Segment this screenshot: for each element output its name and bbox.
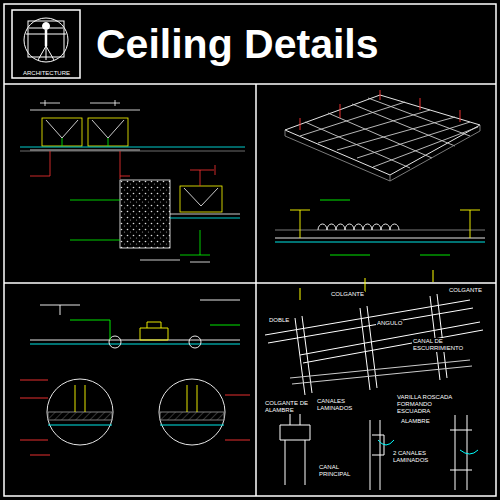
part-label: VARILLA ROSCADA FORMANDO ESCUADRA: [396, 394, 460, 415]
part-label: COLGANTE: [448, 287, 483, 294]
part-label: ANGULO: [376, 320, 403, 327]
part-label: CANAL PRINCIPAL: [318, 464, 366, 478]
part-label: COLGANTE DE ALAMBRE: [264, 400, 316, 414]
part-label: COLGANTE: [330, 291, 365, 298]
logo-text: ARCHITECTURE: [22, 70, 71, 77]
page-title: Ceiling Details: [96, 24, 379, 65]
part-label: DOBLE: [268, 317, 290, 324]
part-label: 2 CANALES LAMINADOS: [392, 450, 452, 464]
logo: [12, 10, 80, 78]
part-label: CANALES LAMINADOS: [316, 398, 364, 412]
part-label: CANAL DE ESCURRIMIENTO: [412, 338, 484, 352]
part-label: ALAMBRE: [400, 418, 431, 425]
